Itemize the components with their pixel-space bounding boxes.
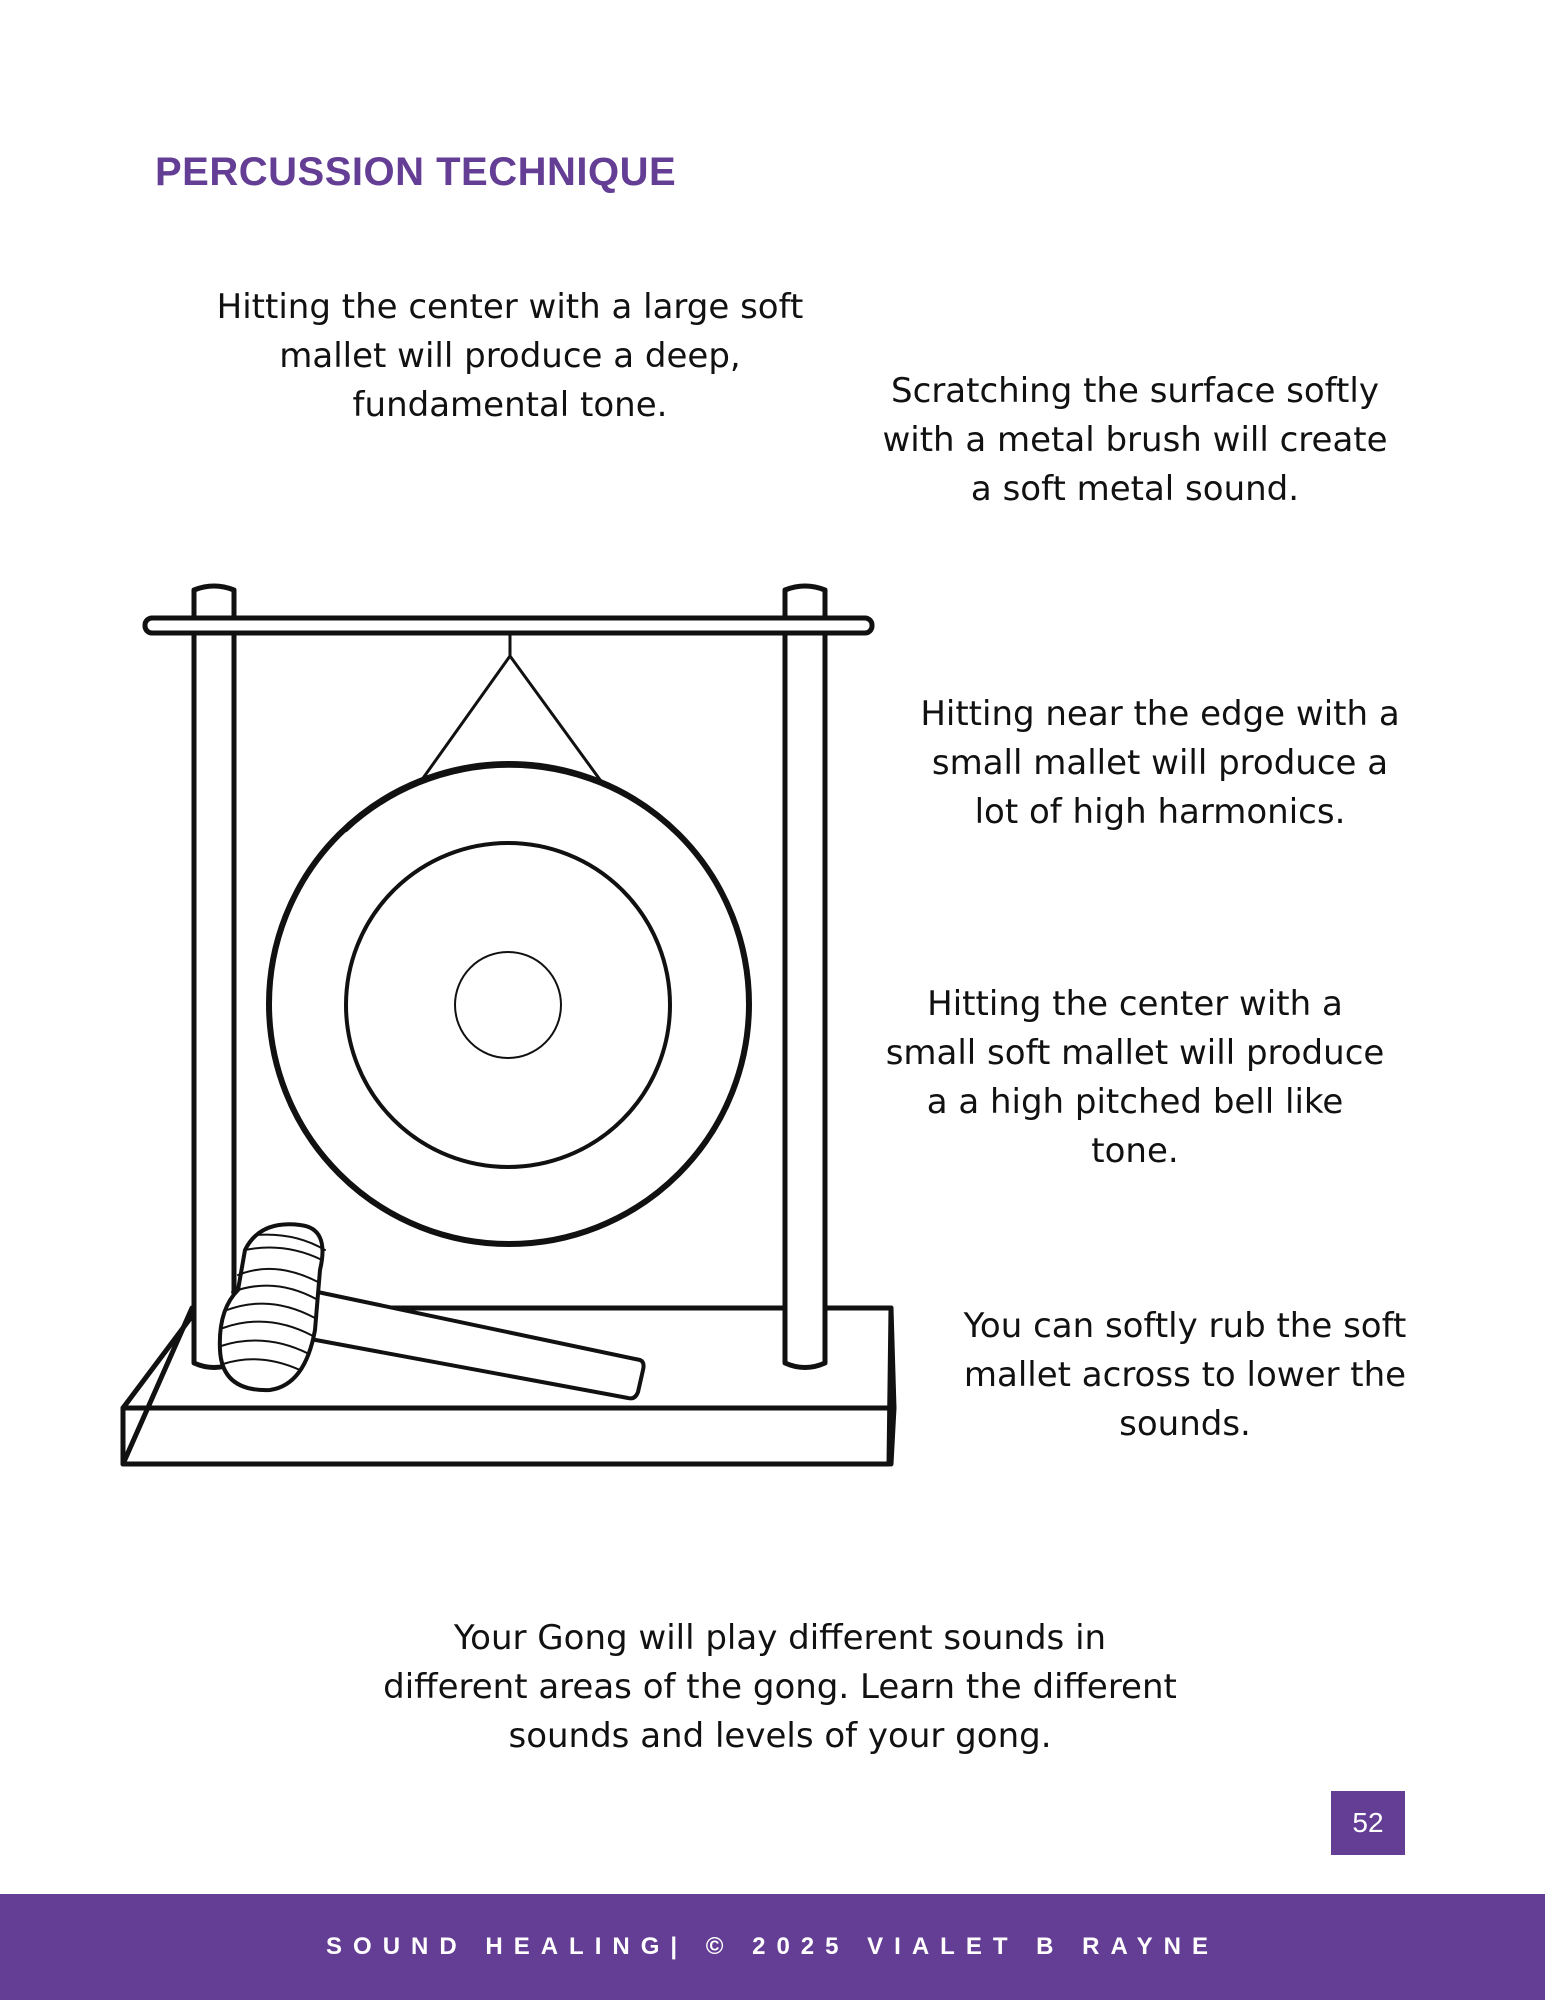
- gong-hanging-cord: [414, 631, 608, 790]
- gong-stand-crossbar: [142, 615, 875, 636]
- technique-note-large-mallet-center: Hitting the center with a large soft mal…: [216, 287, 804, 425]
- mallet: [217, 1222, 646, 1401]
- gong-with-mallet-icon: [120, 583, 897, 1467]
- technique-note-rub-mallet: You can softly rub the soft mallet acros…: [963, 1306, 1407, 1444]
- page-number-badge: 52: [1331, 1791, 1405, 1855]
- gong-stand-base: [120, 1305, 897, 1467]
- gong-disc: [266, 761, 752, 1247]
- page-title: PERCUSSION TECHNIQUE: [155, 150, 677, 194]
- summary-note: Your Gong will play different sounds in …: [383, 1618, 1177, 1756]
- technique-note-edge-small-mallet: Hitting near the edge with a small malle…: [920, 694, 1400, 832]
- gong-stand-posts: [191, 583, 828, 1370]
- footer-text: SOUND HEALING| © 2025 VIALET B RAYNE: [326, 1933, 1219, 1960]
- technique-note-metal-brush: Scratching the surface softly with a met…: [882, 371, 1388, 509]
- technique-note-small-mallet-center: Hitting the center with a small soft mal…: [885, 984, 1385, 1171]
- footer-banner: SOUND HEALING| © 2025 VIALET B RAYNE: [0, 1894, 1545, 2000]
